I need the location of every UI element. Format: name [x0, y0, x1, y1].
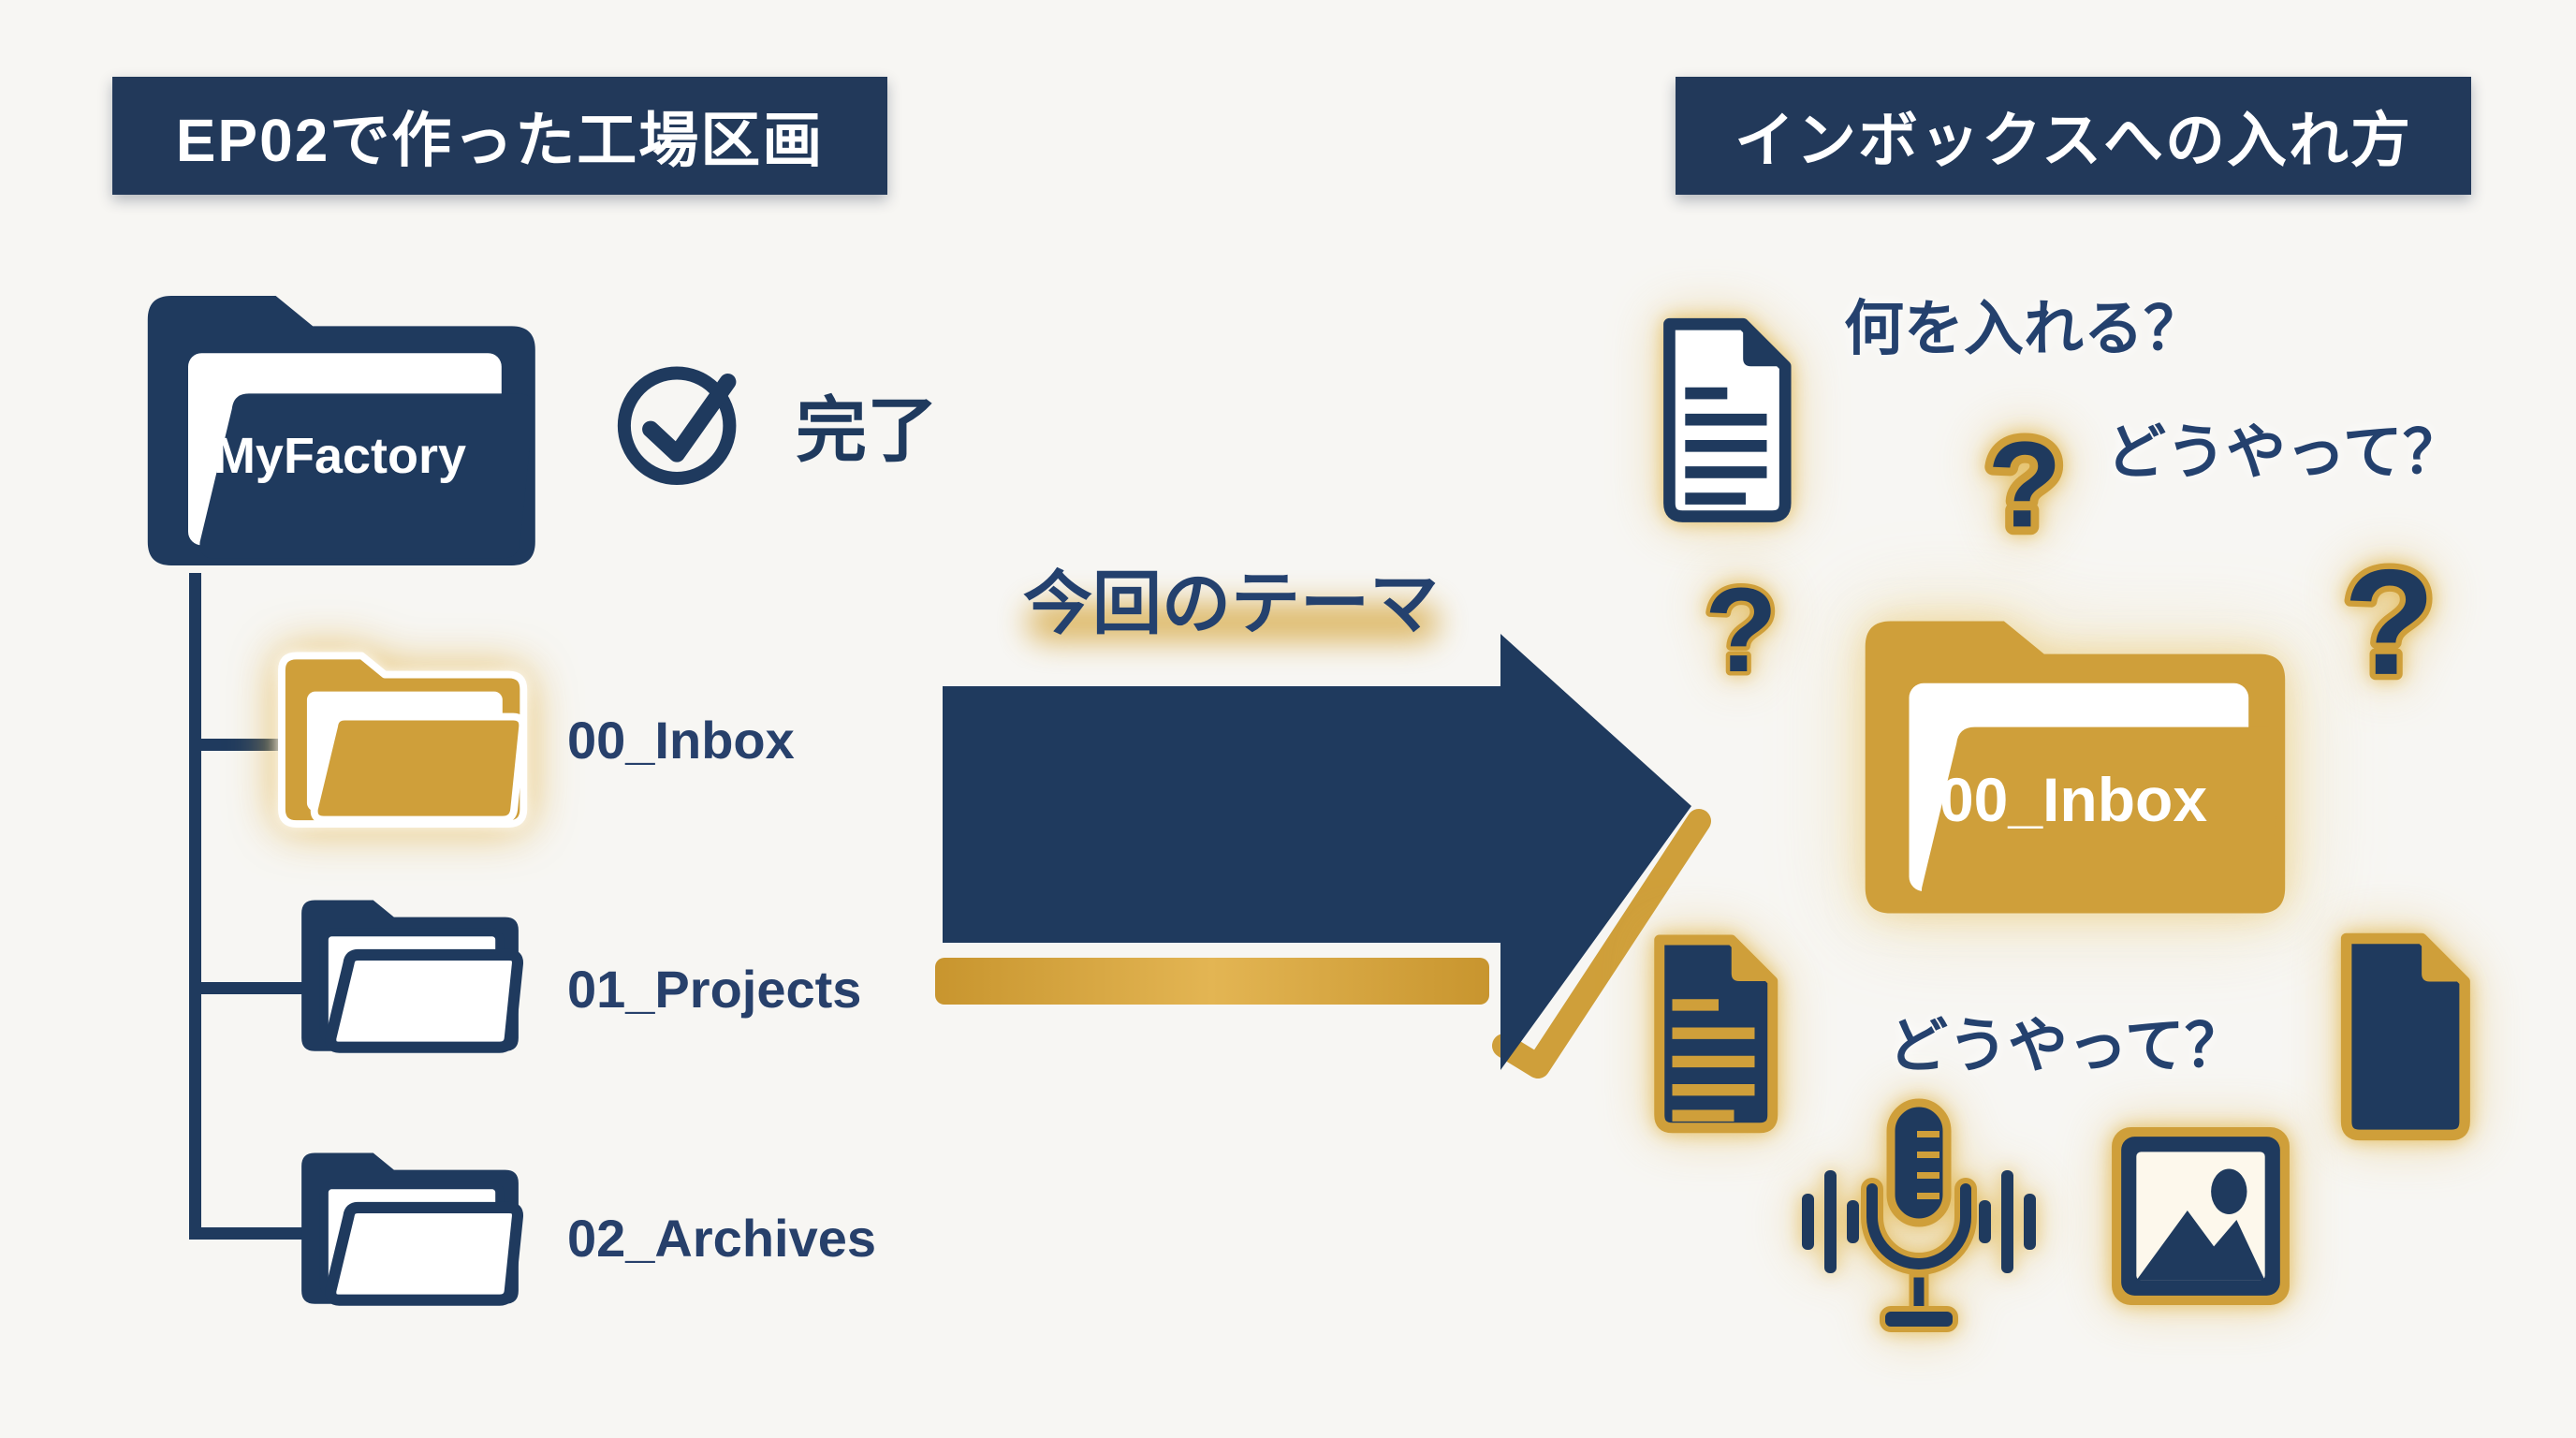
question-mark-icon-left: ? [1694, 557, 1788, 702]
tree-connector-branch-archives [189, 1227, 307, 1240]
inbox-folder-label: 00_Inbox [1939, 764, 2208, 834]
theme-label: 今回のテーマ [1023, 565, 1439, 642]
microphone-icon [1793, 1095, 2045, 1341]
inbox-folder-icon: 00_Inbox [1821, 566, 2326, 932]
left-section-header-label: EP02で作った工場区画 [175, 107, 825, 174]
folder-icon-inbox [265, 604, 538, 855]
tree-connector-branch-projects [189, 982, 307, 994]
question-mark-glyph: ? [1987, 416, 2062, 552]
question-mark-icon: ? [1977, 407, 2072, 561]
question-how-bottom-label: どうやって？ [1888, 1012, 2245, 1079]
folder-icon-projects [286, 867, 532, 1065]
myfactory-folder-label: MyFactory [212, 428, 467, 485]
question-what-label: 何を入れる？ [1844, 295, 2203, 362]
document-icon [1643, 314, 1807, 524]
folder-label-projects: 01_Projects [567, 960, 862, 1019]
question-mark-glyph: ? [1705, 564, 1778, 697]
myfactory-folder-icon: MyFactory [120, 245, 560, 582]
right-section-header: インボックスへの入れ方 [1676, 77, 2471, 195]
tree-connector-branch-inbox [189, 739, 290, 751]
right-arrow-icon [931, 623, 1711, 1147]
file-icon [2319, 928, 2487, 1143]
status-complete-label: 完了 [796, 391, 938, 471]
check-circle-icon [608, 352, 749, 492]
lined-document-icon [1636, 929, 1791, 1137]
folder-label-inbox: 00_Inbox [567, 711, 795, 770]
theme-glow-highlight [1027, 604, 1439, 641]
left-section-header: EP02で作った工場区画 [112, 77, 887, 195]
question-how-top-label: どうやって？ [2106, 418, 2463, 486]
folder-label-archives: 02_Archives [567, 1209, 877, 1268]
right-section-header-label: インボックスへの入れ方 [1734, 107, 2413, 174]
tree-connector-vertical [189, 573, 201, 1240]
image-icon [2106, 1122, 2295, 1311]
question-mark-icon-right: ? [2335, 534, 2443, 713]
folder-icon-archives [286, 1120, 532, 1318]
question-mark-glyph: ? [2343, 539, 2435, 707]
